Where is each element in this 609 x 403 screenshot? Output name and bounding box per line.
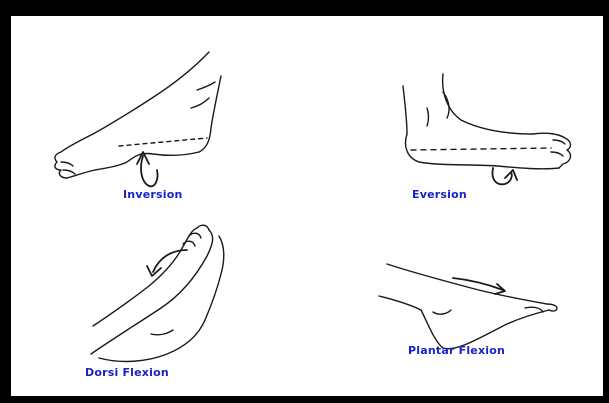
foot-plantar-flexion-icon <box>311 216 603 396</box>
figure-eversion: Eversion <box>311 16 603 216</box>
caption-eversion: Eversion <box>412 188 467 201</box>
foot-inversion-icon <box>11 16 311 216</box>
foot-eversion-icon <box>311 16 603 216</box>
caption-dorsi-flexion: Dorsi Flexion <box>85 366 169 379</box>
figure-inversion: Inversion <box>11 16 311 216</box>
caption-plantar-flexion: Plantar Flexion <box>408 344 505 357</box>
figure-dorsi-flexion: Dorsi Flexion <box>11 216 311 396</box>
figure-plantar-flexion: Plantar Flexion <box>311 216 603 396</box>
caption-inversion: Inversion <box>123 188 183 201</box>
diagram-panel: Inversion E <box>11 16 603 396</box>
